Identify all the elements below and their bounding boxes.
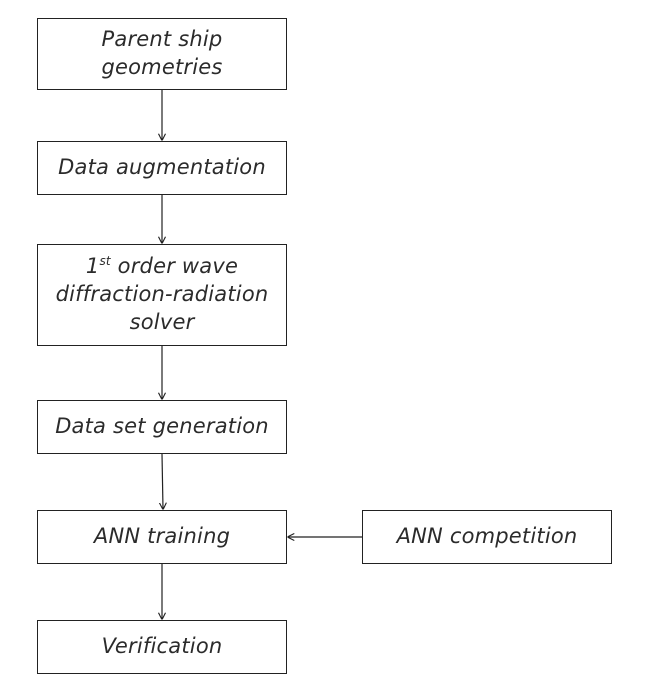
ann-training-box: ANN training (37, 510, 287, 564)
parent-ship-geometries-box: Parent ship geometries (37, 18, 287, 90)
verification-box: Verification (37, 620, 287, 674)
ann-competition-label: ANN competition (396, 524, 578, 549)
wave-solver-order-number: 1 (85, 254, 100, 279)
wave-solver-box: 1st order wave diffraction-radiation sol… (37, 244, 287, 346)
data-augmentation-label: Data augmentation (58, 155, 266, 180)
parent-ship-geometries-line2: geometries (101, 55, 223, 79)
wave-solver-order-superscript: st (99, 254, 111, 269)
data-set-generation-label: Data set generation (55, 414, 269, 439)
data-set-generation-box: Data set generation (37, 400, 287, 454)
parent-ship-geometries-line1: Parent ship (101, 27, 223, 52)
ann-training-label: ANN training (93, 524, 231, 549)
data-augmentation-box: Data augmentation (37, 141, 287, 195)
ann-competition-box: ANN competition (362, 510, 612, 564)
wave-solver-line1-rest: order wave (110, 254, 239, 279)
wave-solver-line1: 1st order wave (86, 253, 238, 281)
wave-solver-line3: solver (129, 309, 195, 334)
arrow-dataset-to-training (162, 453, 163, 509)
verification-label: Verification (101, 634, 223, 659)
wave-solver-line2: diffraction-radiation (55, 282, 269, 307)
